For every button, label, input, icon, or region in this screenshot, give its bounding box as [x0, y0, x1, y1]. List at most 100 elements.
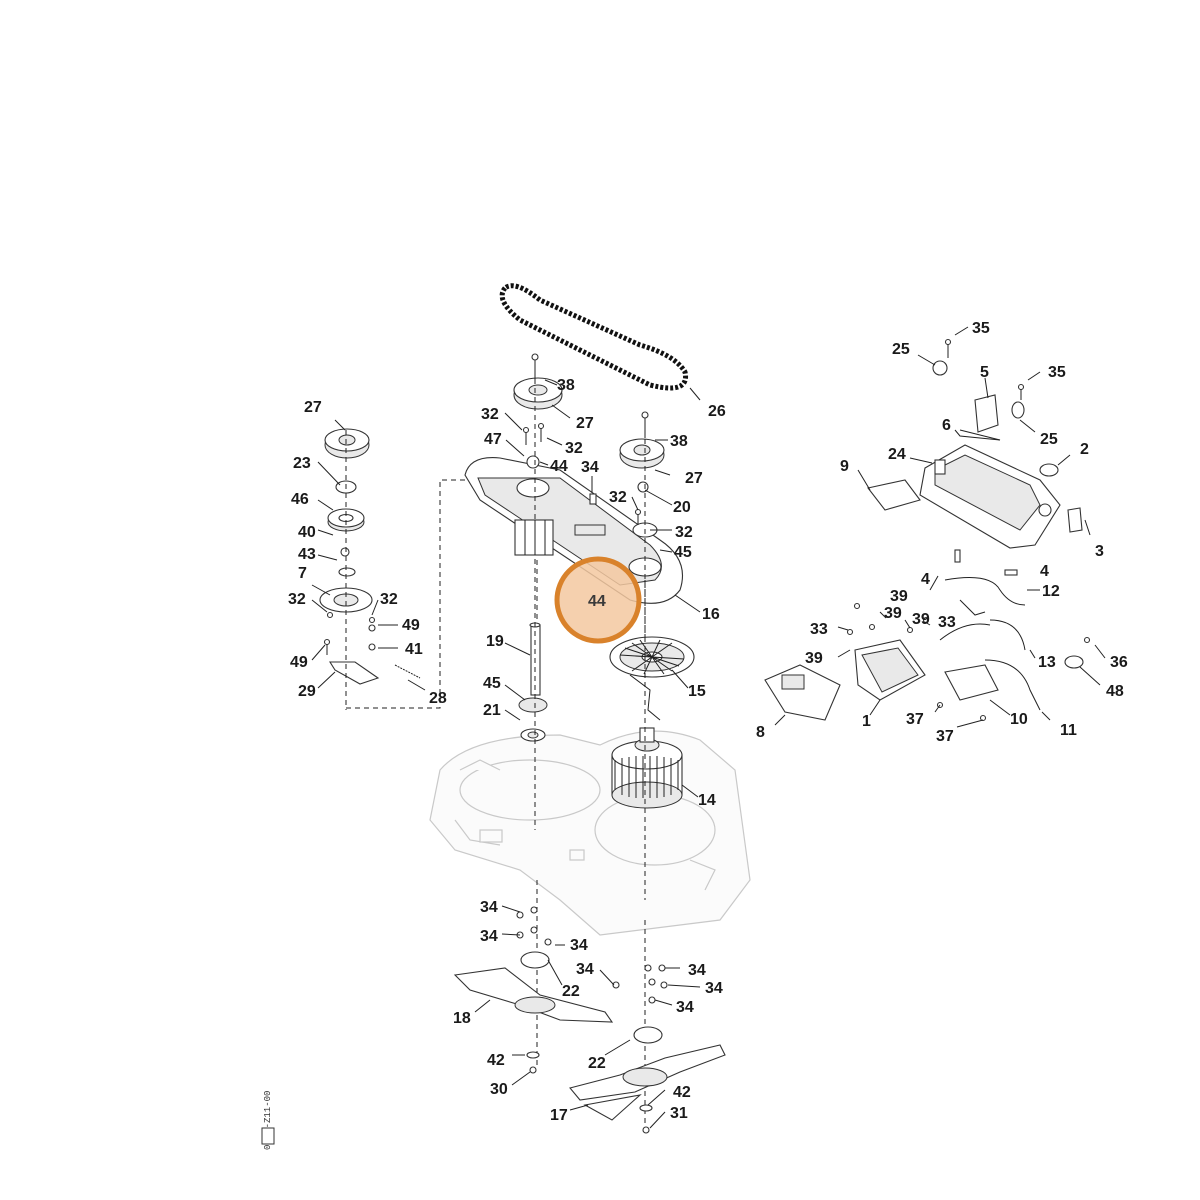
cable-12	[944, 577, 1026, 616]
label-33[interactable]: 33	[938, 614, 956, 631]
label-9[interactable]: 9	[840, 458, 849, 475]
label-14[interactable]: 14	[698, 792, 716, 809]
label-2[interactable]: 2	[1080, 441, 1089, 458]
label-10[interactable]: 10	[1010, 711, 1028, 728]
label-34[interactable]: 34	[676, 999, 694, 1016]
label-42[interactable]: 42	[673, 1084, 691, 1101]
label-21[interactable]: 21	[483, 702, 501, 719]
assembly-dash-lines	[345, 370, 646, 1135]
drive-belt	[499, 283, 689, 391]
label-29[interactable]: 29	[298, 683, 316, 700]
label-13[interactable]: 13	[1038, 654, 1056, 671]
label-33[interactable]: 33	[810, 621, 828, 638]
label-42[interactable]: 42	[487, 1052, 505, 1069]
label-31[interactable]: 31	[670, 1105, 688, 1122]
label-17[interactable]: 17	[550, 1107, 568, 1124]
label-40[interactable]: 40	[298, 524, 316, 541]
cable-13	[939, 619, 1026, 651]
label-34[interactable]: 34	[581, 459, 599, 476]
label-32[interactable]: 32	[288, 591, 306, 608]
right-fasteners	[846, 549, 1018, 722]
highlight-marker-44[interactable]: 44	[554, 556, 642, 644]
label-43[interactable]: 43	[298, 546, 316, 563]
label-41[interactable]: 41	[405, 641, 423, 658]
controller-1	[854, 639, 926, 701]
label-18[interactable]: 18	[453, 1010, 471, 1027]
label-34[interactable]: 34	[705, 980, 723, 997]
label-19[interactable]: 19	[486, 633, 504, 650]
label-5[interactable]: 5	[980, 364, 989, 381]
label-39[interactable]: 39	[884, 605, 902, 622]
part-9	[867, 479, 921, 511]
label-3[interactable]: 3	[1095, 543, 1104, 560]
label-27[interactable]: 27	[685, 470, 703, 487]
part-number-labels: 35 25 5 35 6 25 2 24 9 3 4 4 39 39 12 33…	[288, 320, 1128, 1124]
label-35[interactable]: 35	[1048, 364, 1066, 381]
label-32[interactable]: 32	[609, 489, 627, 506]
label-39[interactable]: 39	[805, 650, 823, 667]
label-25[interactable]: 25	[1040, 431, 1058, 448]
label-39[interactable]: 39	[890, 588, 908, 605]
label-4[interactable]: 4	[921, 571, 930, 588]
label-45[interactable]: 45	[483, 675, 501, 692]
label-12[interactable]: 12	[1042, 583, 1060, 600]
highlight-label: 44	[588, 593, 606, 610]
label-38[interactable]: 38	[670, 433, 688, 450]
label-34[interactable]: 34	[570, 937, 588, 954]
label-37[interactable]: 37	[936, 728, 954, 745]
label-36[interactable]: 36	[1110, 654, 1128, 671]
label-49[interactable]: 49	[290, 654, 308, 671]
label-49[interactable]: 49	[402, 617, 420, 634]
label-23[interactable]: 23	[293, 455, 311, 472]
display-8	[764, 664, 841, 721]
label-7[interactable]: 7	[298, 565, 307, 582]
drawing-ref-number: 0822-Z11-00	[263, 1091, 273, 1150]
label-27[interactable]: 27	[576, 415, 594, 432]
blade-17	[569, 1044, 726, 1121]
label-8[interactable]: 8	[756, 724, 765, 741]
label-22[interactable]: 22	[588, 1055, 606, 1072]
label-20[interactable]: 20	[673, 499, 691, 516]
label-38[interactable]: 38	[557, 377, 575, 394]
label-48[interactable]: 48	[1106, 683, 1124, 700]
label-6[interactable]: 6	[942, 417, 951, 434]
label-32[interactable]: 32	[380, 591, 398, 608]
label-1[interactable]: 1	[862, 713, 871, 730]
fan-15	[609, 636, 695, 721]
label-4[interactable]: 4	[1040, 563, 1049, 580]
label-16[interactable]: 16	[702, 606, 720, 623]
label-34[interactable]: 34	[688, 962, 706, 979]
knob-2	[1039, 463, 1059, 477]
label-37[interactable]: 37	[906, 711, 924, 728]
label-24[interactable]: 24	[888, 446, 906, 463]
label-47[interactable]: 47	[484, 431, 502, 448]
label-30[interactable]: 30	[490, 1081, 508, 1098]
label-45[interactable]: 45	[674, 544, 692, 561]
label-25[interactable]: 25	[892, 341, 910, 358]
drawing-reference: 0822-Z11-00	[261, 1091, 275, 1150]
part-3	[1067, 507, 1083, 533]
label-34[interactable]: 34	[480, 899, 498, 916]
label-11[interactable]: 11	[1060, 722, 1077, 739]
cable-11	[984, 659, 1041, 711]
label-34[interactable]: 34	[576, 961, 594, 978]
label-44[interactable]: 44	[550, 458, 568, 475]
blade-18	[453, 967, 614, 1023]
part-36-48	[1064, 636, 1091, 669]
label-32[interactable]: 32	[481, 406, 499, 423]
label-32[interactable]: 32	[675, 524, 693, 541]
label-32[interactable]: 32	[565, 440, 583, 457]
board-10	[944, 664, 999, 701]
label-27[interactable]: 27	[304, 399, 322, 416]
pulley-38-top	[513, 353, 563, 410]
label-46[interactable]: 46	[291, 491, 309, 508]
label-15[interactable]: 15	[688, 683, 706, 700]
pulley-38-right	[619, 411, 665, 469]
switch-5	[932, 338, 1025, 441]
label-39[interactable]: 39	[912, 611, 930, 628]
label-26[interactable]: 26	[708, 403, 726, 420]
label-28[interactable]: 28	[429, 690, 447, 707]
label-22[interactable]: 22	[562, 983, 580, 1000]
label-34[interactable]: 34	[480, 928, 498, 945]
label-35[interactable]: 35	[972, 320, 990, 337]
